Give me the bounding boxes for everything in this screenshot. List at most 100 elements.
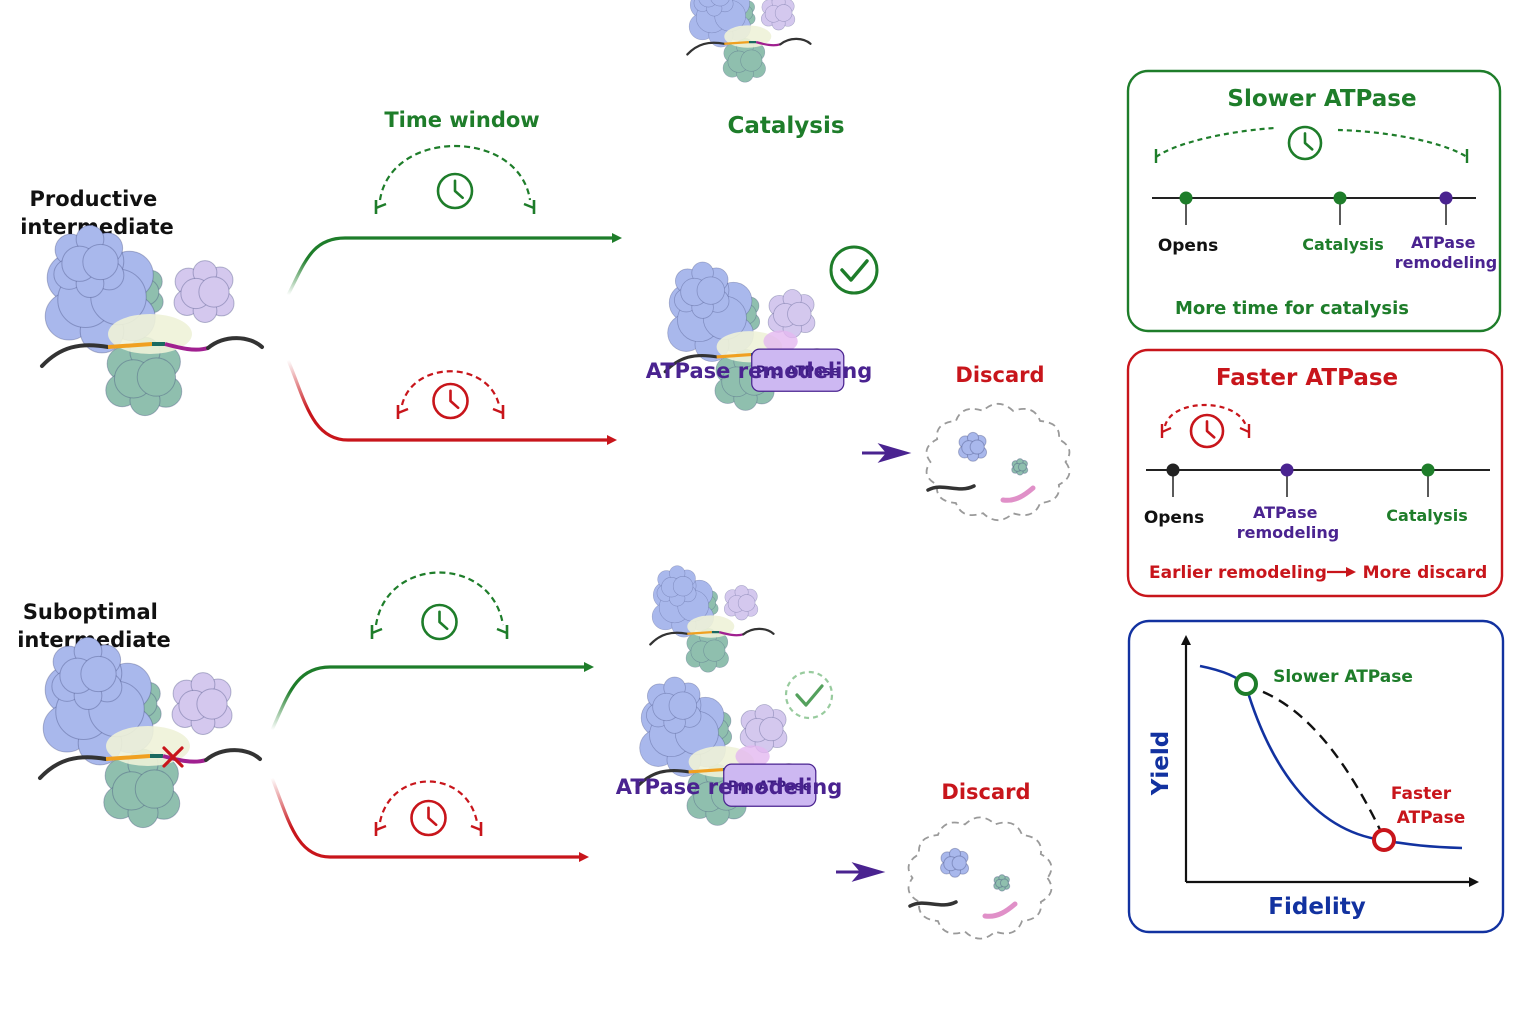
blue-domain-top [53,224,125,299]
rna-strand-exon [107,342,153,349]
prp-atpase-label: Prp ATPase [728,780,812,795]
tradeoff-ylabel: Yield [1148,731,1174,797]
rna-strand-exon [687,631,712,635]
debris-rna-pink [982,901,1018,919]
mismatch-cross-icon [162,746,184,768]
time-window-stop-right-tick [492,407,504,415]
green-path-arrow-top [286,233,622,296]
remodeling-complex-bottom: Prp ATPase [635,676,817,826]
fast-window-dashed-arc [1163,403,1248,427]
debris-blue-fragment [940,847,970,878]
suboptimal-label-line1: Suboptimal [23,600,158,624]
slow-window-arc-right [1337,128,1468,158]
red-path-arrow-top [286,359,617,445]
time-window-label: Time window [384,108,539,132]
tradeoff-dashed-link [1245,684,1386,839]
tradeoff-slow-label: Slower ATPase [1273,667,1413,687]
fast-window-stop-left-tick [1161,426,1172,434]
fast-dot-remodeling [1280,463,1294,477]
rna-strand-exon [105,754,151,761]
debris-rna-dark [908,900,958,908]
rna-strand-exon [716,353,752,359]
productive-label-line1: Productive [29,187,157,211]
prp-atpase-label: Prp ATPase [756,365,840,380]
lilac-domain [760,0,796,31]
teal-domain-lower [105,336,183,417]
productive-label: Productive intermediate [20,187,174,239]
rna-strand-exon [688,768,724,774]
tradeoff-fast-label: Faster ATPase [1391,784,1465,828]
fast-remodeling-label: ATPase remodeling [1237,503,1340,542]
prp-atpase-box: Prp ATPase [723,745,817,807]
panel-tradeoff: Yield Fidelity Slower ATPase Faster ATPa… [1127,619,1505,934]
rna-strand-intron [164,342,209,352]
productive-spliceosome-complex [40,224,264,417]
remodeling-complex-top: Prp ATPase [663,261,845,411]
purple-arrow-to-discard-bottom [836,862,886,882]
rna-strand-intron [162,754,207,764]
rna-strand-left [38,755,108,780]
slow-note: More time for catalysis [1175,298,1409,319]
purple-arrow-to-discard-top [862,443,912,463]
time-window-stop-left-tick [397,407,409,415]
clock-icon [436,172,474,210]
fast-dot-catalysis [1421,463,1435,477]
time-window-stop-right-tick [470,824,482,832]
fast-note-right: More discard [1363,563,1488,583]
panel-slower-frame [1126,69,1502,333]
debris-blue-fragment [958,431,988,462]
atpase-remodeling-label-bottom: ATPase remodeling [616,775,843,799]
lilac-domain [171,672,233,735]
debris-rna-pink [1000,485,1036,503]
fast-remodeling-line2: remodeling [1237,523,1340,542]
rna-strand-right [204,748,262,762]
blue-domain-top [674,261,730,319]
rna-strand-right [742,627,775,636]
panel-faster-title: Faster ATPase [1216,365,1398,391]
fast-window-arc [1160,403,1251,449]
discard-cloud-top [925,402,1071,522]
rna-strand-exon [724,41,749,45]
fast-note-left: Earlier remodeling [1149,563,1327,583]
clock-icon [1189,413,1225,449]
atpase-remodeling-label-top: ATPase remodeling [646,359,873,383]
slow-window-arc-left [1155,126,1276,158]
lilac-domain [767,289,816,339]
tradeoff-xlabel: Fidelity [1268,894,1365,920]
slow-dot-remodeling [1439,191,1453,205]
tradeoff-fast-line2: ATPase [1397,808,1466,828]
discard-cloud-bottom [907,816,1053,940]
rna-strand-left [40,343,110,368]
green-path-arrow-bottom [270,662,594,731]
debris-teal-fragment [993,874,1011,892]
time-window-dashed-arc [400,370,501,406]
lilac-domain [723,585,759,621]
slow-remodeling-label: ATPase remodeling [1395,233,1498,272]
clock-icon [1287,125,1323,161]
check-icon [829,245,879,295]
debris-rna-dark [926,484,976,492]
rna-strand-left [686,41,726,56]
check-faint-icon [784,670,834,720]
suboptimal-label: Suboptimal intermediate [17,600,171,652]
slow-catalysis-label: Catalysis [1302,235,1383,254]
slow-remodeling-line2: remodeling [1395,253,1498,272]
time-window-dashed-arc [378,145,532,201]
tradeoff-curve [1199,664,1463,850]
blue-domain-top [646,676,702,734]
tradeoff-fast-line1: Faster [1391,784,1452,804]
time-window-stop-right-tick [496,627,508,635]
catalysis-complex [686,0,812,83]
time-window-stop-left-tick [375,824,387,832]
clock-icon [421,603,458,641]
slower-atpase-point [1234,672,1258,696]
time-window-arc-bottom-green [370,571,509,641]
rna-strand-left [635,768,691,789]
slow-dot-opens [1179,191,1193,205]
panel-slower-title: Slower ATPase [1227,86,1416,112]
rna-strand-left [649,631,689,646]
rna-strand-right [206,336,264,350]
blue-domain-top [51,636,123,711]
prp-atpase-box: Prp ATPase [751,330,845,392]
